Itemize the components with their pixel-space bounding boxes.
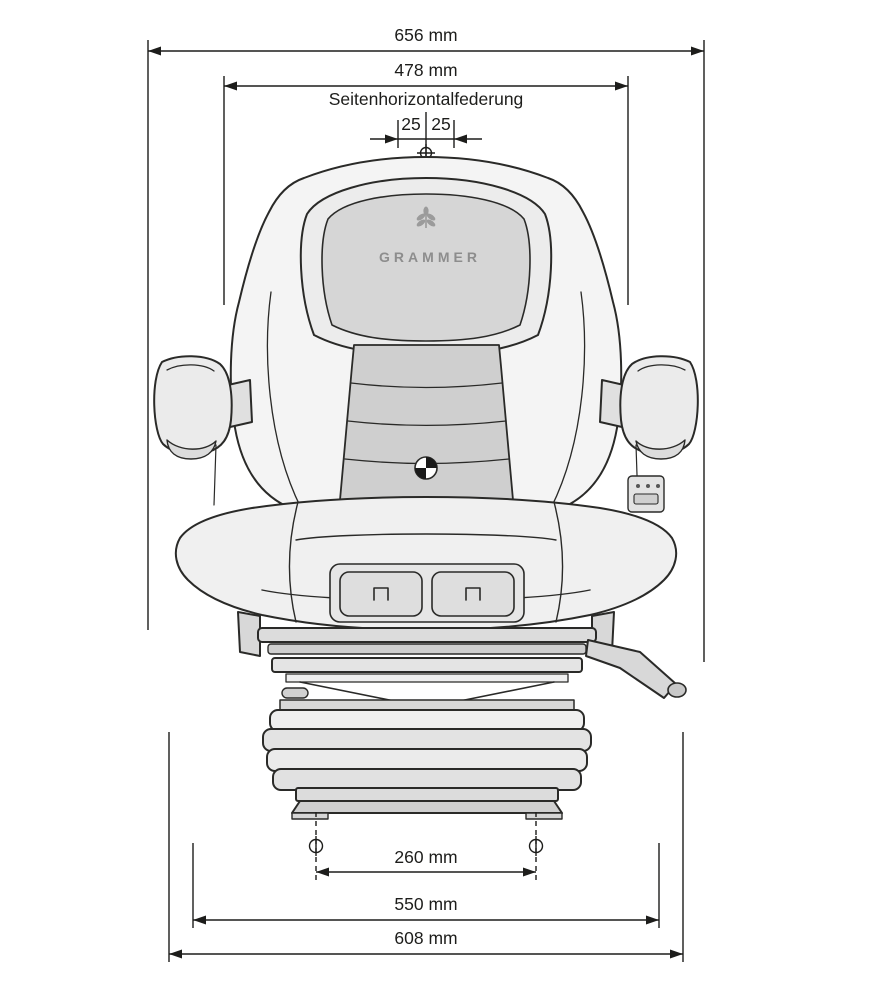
grammer-logo-text: GRAMMER [379,249,481,265]
seat-controls [329,563,525,623]
dimension-260mm: 260 mm [308,812,544,882]
side-control-panel [627,475,665,513]
center-of-gravity-icon [414,456,438,480]
dimension-478mm: 478 mm [223,60,629,305]
grammer-logo-icon [416,206,436,228]
dimension-550mm: 550 mm [192,843,660,928]
suspension-bellows [262,699,592,791]
base-plate [291,787,563,820]
suspension-right-value: 25 [431,114,450,134]
seat-illustration: GRAMMER [153,156,699,820]
dimension-260mm-label: 260 mm [394,847,457,867]
headrest-cushion [321,193,531,342]
dimension-656mm: 656 mm [147,25,705,662]
mounting-hole-left-icon [308,836,324,856]
dimension-608mm: 608 mm [168,732,684,962]
dimension-608mm-label: 608 mm [394,928,457,948]
dimension-478mm-label: 478 mm [394,60,457,80]
suspension-unit [271,657,583,706]
dimension-suspension-travel: Seitenhorizontalfederung 25 25 [329,89,524,162]
suspension-label: Seitenhorizontalfederung [329,89,524,109]
seat-frame [237,611,615,657]
backrest-center-panel [339,344,514,509]
adjustment-lever [585,639,687,699]
left-armrest [153,355,253,506]
mounting-hole-right-icon [528,836,544,856]
dimension-656mm-label: 656 mm [394,25,457,45]
right-armrest [599,355,699,506]
dimension-550mm-label: 550 mm [394,894,457,914]
suspension-left-value: 25 [401,114,420,134]
